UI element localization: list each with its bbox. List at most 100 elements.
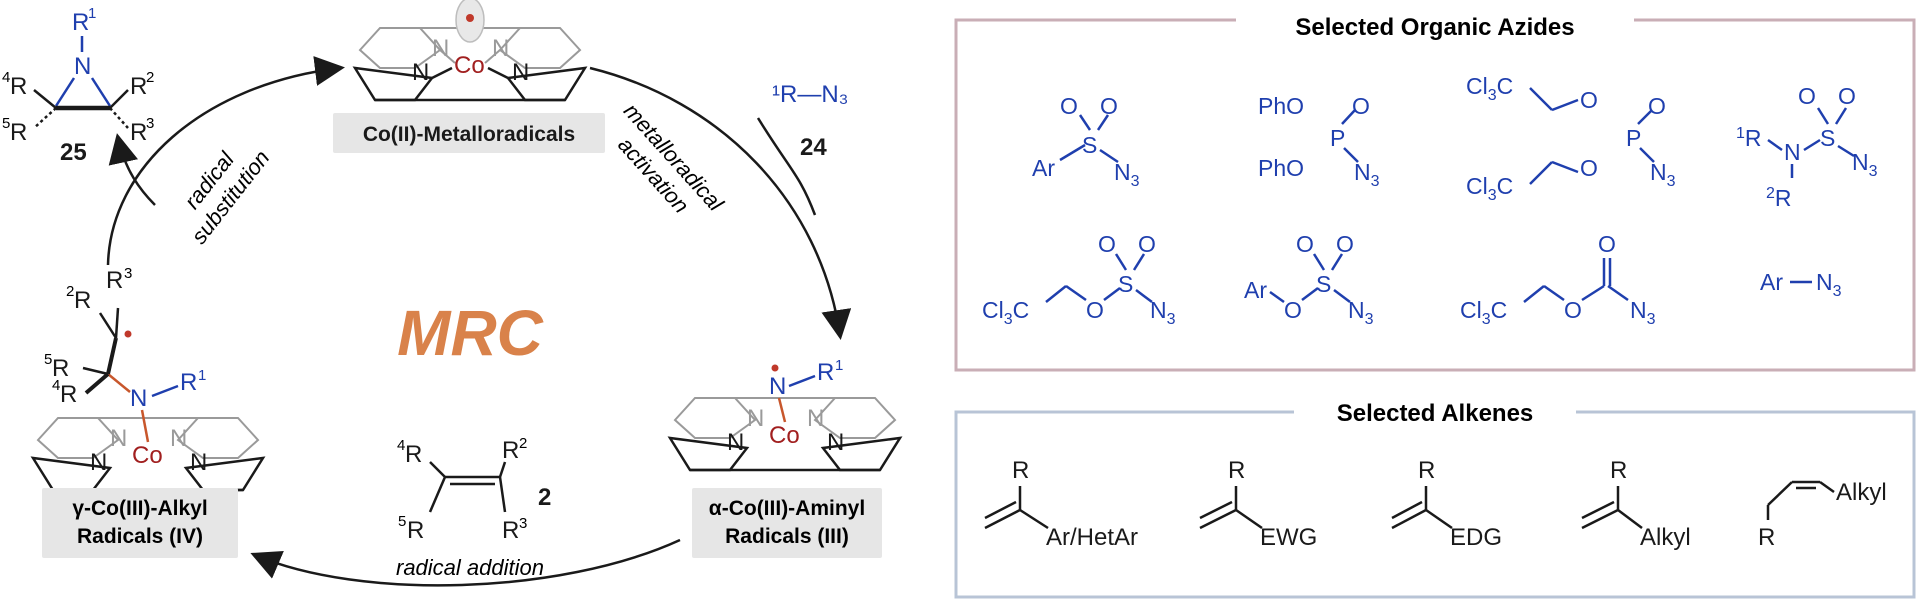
svg-text:R: R bbox=[130, 73, 147, 100]
svg-text:N: N bbox=[492, 35, 509, 62]
arrow-metalloradical-activation bbox=[589, 66, 852, 340]
svg-text:R: R bbox=[10, 73, 27, 100]
alkene-item-2: R EWG bbox=[1199, 457, 1317, 551]
catalyst-label: Co(II)-Metalloradicals bbox=[363, 123, 575, 146]
svg-text:4: 4 bbox=[2, 69, 10, 86]
svg-text:Co: Co bbox=[769, 422, 800, 449]
svg-text:N: N bbox=[727, 429, 744, 456]
svg-text:R: R bbox=[502, 437, 519, 464]
svg-text:2R: 2R bbox=[1766, 185, 1792, 211]
svg-text:O: O bbox=[1580, 155, 1598, 181]
svg-text:N: N bbox=[747, 405, 764, 432]
svg-text:O: O bbox=[1598, 231, 1616, 257]
alkyl-label-line1: γ-Co(III)-Alkyl bbox=[72, 497, 207, 520]
alkene-item-5-label: Alkyl bbox=[1836, 479, 1887, 506]
svg-text:Cl3C: Cl3C bbox=[982, 297, 1029, 328]
svg-text:S: S bbox=[1820, 125, 1835, 151]
azide-item-2: PhO PhO P O N3 bbox=[1258, 93, 1380, 190]
svg-text:O: O bbox=[1284, 297, 1302, 323]
azide-formula: ¹R—N₃ bbox=[772, 81, 848, 108]
svg-text:O: O bbox=[1580, 87, 1598, 113]
aziridine-product: R 1 N R4 R5 R2 R3 bbox=[2, 5, 154, 146]
svg-text:R: R bbox=[1228, 457, 1245, 484]
svg-text:O: O bbox=[1336, 231, 1354, 257]
svg-text:PhO: PhO bbox=[1258, 93, 1304, 119]
azide-item-7: Cl3C O O N3 bbox=[1460, 231, 1656, 328]
svg-text:N3: N3 bbox=[1150, 297, 1176, 328]
svg-text:N: N bbox=[170, 425, 187, 452]
svg-text:5: 5 bbox=[398, 513, 406, 530]
svg-text:N: N bbox=[74, 53, 91, 80]
svg-text:3: 3 bbox=[124, 265, 132, 282]
svg-text:R: R bbox=[180, 369, 197, 396]
svg-text:O: O bbox=[1086, 297, 1104, 323]
svg-text:2: 2 bbox=[146, 69, 154, 86]
svg-text:1: 1 bbox=[88, 5, 96, 22]
co-ii-porphyrin: N N N N Co bbox=[352, 0, 588, 102]
svg-text:S: S bbox=[1082, 132, 1097, 158]
svg-text:R: R bbox=[405, 441, 422, 468]
svg-text:2: 2 bbox=[66, 283, 74, 300]
svg-text:O: O bbox=[1296, 231, 1314, 257]
aziridine-number: 25 bbox=[60, 139, 87, 166]
alkenes-panel-title: Selected Alkenes bbox=[1337, 400, 1534, 427]
svg-text:N: N bbox=[190, 449, 207, 476]
svg-text:P: P bbox=[1330, 125, 1345, 151]
svg-text:Cl3C: Cl3C bbox=[1466, 73, 1513, 104]
svg-text:R: R bbox=[1610, 457, 1627, 484]
svg-text:N: N bbox=[1784, 139, 1801, 165]
azide-number: 24 bbox=[800, 134, 827, 161]
svg-text:R: R bbox=[1418, 457, 1435, 484]
svg-text:R: R bbox=[10, 119, 27, 146]
alkene-item-1: R Ar/HetAr bbox=[984, 457, 1138, 551]
svg-text:N3: N3 bbox=[1816, 269, 1842, 300]
azide-item-3: Cl3C Cl3C O O P O N3 bbox=[1466, 73, 1676, 204]
alkene-item-3: R EDG bbox=[1391, 457, 1502, 551]
svg-text:N: N bbox=[512, 59, 529, 86]
alkene-item-5: Alkyl R bbox=[1758, 479, 1887, 551]
svg-text:R: R bbox=[52, 355, 69, 382]
svg-text:N: N bbox=[412, 59, 429, 86]
svg-text:5: 5 bbox=[44, 351, 52, 368]
svg-text:R: R bbox=[817, 359, 834, 386]
svg-text:Ar: Ar bbox=[1032, 155, 1055, 181]
svg-text:N3: N3 bbox=[1852, 149, 1878, 180]
svg-text:1: 1 bbox=[835, 357, 843, 374]
step-addition: radical addition bbox=[396, 555, 544, 580]
svg-text:2: 2 bbox=[519, 435, 527, 452]
svg-text:S: S bbox=[1118, 271, 1133, 297]
svg-text:5: 5 bbox=[2, 115, 10, 132]
azide-item-8: Ar N3 bbox=[1760, 269, 1842, 300]
svg-text:PhO: PhO bbox=[1258, 155, 1304, 181]
svg-text:N: N bbox=[769, 373, 786, 400]
svg-text:N3: N3 bbox=[1348, 297, 1374, 328]
svg-text:N: N bbox=[432, 35, 449, 62]
svg-text:R: R bbox=[1758, 524, 1775, 551]
svg-text:O: O bbox=[1060, 93, 1078, 119]
svg-text:R: R bbox=[1012, 457, 1029, 484]
svg-text:O: O bbox=[1100, 93, 1118, 119]
svg-text:N3: N3 bbox=[1354, 159, 1380, 190]
alkene-item-4: R Alkyl bbox=[1581, 457, 1691, 551]
center-label: MRC bbox=[397, 297, 544, 369]
alkene-number: 2 bbox=[538, 484, 551, 511]
svg-text:4: 4 bbox=[397, 437, 405, 454]
svg-text:Ar: Ar bbox=[1244, 277, 1267, 303]
svg-text:N: N bbox=[807, 405, 824, 432]
svg-text:N: N bbox=[90, 449, 107, 476]
svg-text:R: R bbox=[130, 119, 147, 146]
svg-text:N: N bbox=[827, 429, 844, 456]
svg-text:R: R bbox=[60, 381, 77, 408]
arrow-radical-addition bbox=[250, 538, 681, 587]
svg-text:O: O bbox=[1138, 231, 1156, 257]
arrow-azide-entry bbox=[756, 117, 817, 216]
svg-text:N3: N3 bbox=[1630, 297, 1656, 328]
svg-text:1R: 1R bbox=[1736, 125, 1762, 151]
svg-text:N3: N3 bbox=[1114, 159, 1140, 190]
